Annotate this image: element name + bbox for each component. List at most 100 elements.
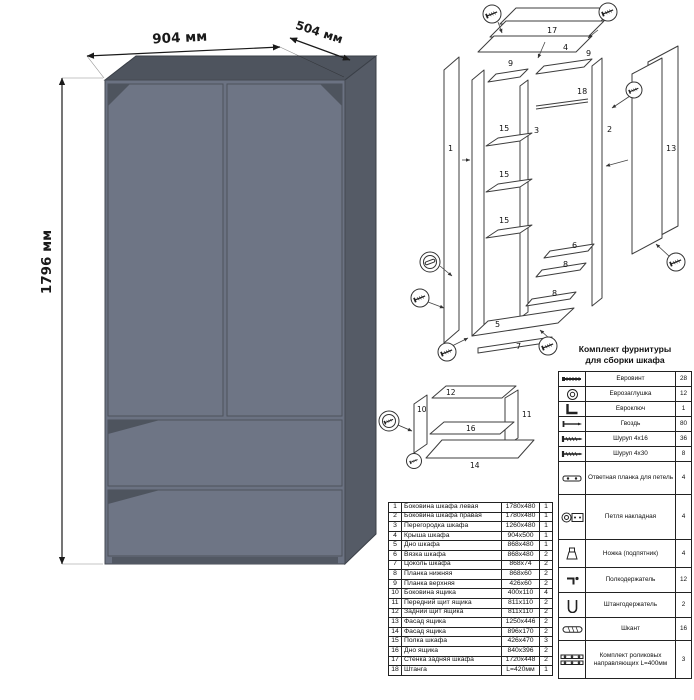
part-qty: 2 xyxy=(539,655,553,667)
part-qty: 2 xyxy=(539,626,553,638)
part-size: L=420мм xyxy=(501,665,540,676)
part-size: 868x60 xyxy=(501,569,540,580)
part-qty: 2 xyxy=(539,645,553,657)
part-size: 1780x480 xyxy=(501,511,540,523)
cross-bar xyxy=(535,262,587,278)
part-name: Боковина ящика xyxy=(401,588,502,599)
dowel-icon xyxy=(558,617,586,641)
part-number: 6 xyxy=(388,549,402,561)
part-name: Передний щит ящика xyxy=(401,597,502,609)
exploded-diagram-labels: 17 4 9 9 18 1 3 2 15 15 15 13 6 8 8 5 7 xyxy=(448,26,676,351)
exploded-assembly-diagram xyxy=(443,7,679,354)
hinge-plate-icon xyxy=(558,461,586,495)
part-qty: 2 xyxy=(539,617,553,628)
diagram-label: 12 xyxy=(446,388,456,397)
diagram-label: 17 xyxy=(547,26,557,35)
part-name: Перегородка шкафа xyxy=(401,521,502,532)
euro-screw-icon xyxy=(558,371,586,387)
diagram-label: 15 xyxy=(499,170,509,179)
part-number: 4 xyxy=(388,530,402,542)
partition-panel xyxy=(519,79,529,319)
hardware-qty: 12 xyxy=(675,567,692,593)
diagram-label: 10 xyxy=(417,405,427,414)
hardware-name: Евроключ xyxy=(585,401,676,417)
wardrobe-right-door xyxy=(226,83,343,417)
part-number: 9 xyxy=(388,578,402,590)
hardware-name: Гвоздь xyxy=(585,416,676,432)
part-number: 11 xyxy=(388,597,402,609)
hardware-qty: 4 xyxy=(675,494,692,540)
nail-icon xyxy=(558,416,586,432)
part-name: Задний щит ящика xyxy=(401,607,502,619)
part-number: 14 xyxy=(388,626,402,638)
drawer-front-panel xyxy=(504,389,519,447)
part-name: Дно ящика xyxy=(401,645,502,657)
hardware-qty: 4 xyxy=(675,539,692,568)
drawer-bottom-panel xyxy=(429,421,515,435)
door-facade xyxy=(631,57,663,255)
dowel-icon xyxy=(424,258,436,266)
drawer-handle-notch xyxy=(108,420,160,434)
part-number: 17 xyxy=(388,655,402,667)
hinge-icon xyxy=(558,494,586,540)
part-size: 904x500 xyxy=(501,530,540,542)
drawer-assembly-diagram xyxy=(413,385,535,459)
assembly-arrows xyxy=(427,21,671,347)
wardrobe-left-door xyxy=(107,83,224,417)
part-number: 18 xyxy=(388,665,402,676)
hardware-kit-title: Комплект фурнитуры для сборки шкафа xyxy=(556,344,694,365)
part-qty: 1 xyxy=(539,530,553,542)
diagram-label: 14 xyxy=(470,461,480,470)
hardware-name: Комплект роликовых направляющих L=400мм xyxy=(585,640,676,679)
hardware-qty: 36 xyxy=(675,431,692,447)
hardware-name: Шкант xyxy=(585,617,676,641)
part-number: 2 xyxy=(388,511,402,523)
top-bar xyxy=(535,58,593,75)
diagram-label: 8 xyxy=(552,289,557,298)
part-size: 868x74 xyxy=(501,559,540,571)
part-qty: 1 xyxy=(539,665,553,676)
cross-bar xyxy=(543,243,595,259)
hardware-qty: 80 xyxy=(675,416,692,432)
carcass-left-wall xyxy=(471,69,485,337)
drawer-side-panel xyxy=(413,394,428,454)
door-handle-notch xyxy=(320,84,342,106)
diagram-label: 9 xyxy=(586,49,591,58)
hardware-qty: 2 xyxy=(675,592,692,618)
drawer-back-panel xyxy=(431,385,517,399)
hardware-name: Ножка (подпятник) xyxy=(585,539,676,568)
part-size: 811x110 xyxy=(501,607,540,619)
hardware-row: Ножка (подпятник)4 xyxy=(558,539,692,568)
wardrobe-plinth xyxy=(112,557,338,564)
part-size: 868x480 xyxy=(501,540,540,551)
part-number: 13 xyxy=(388,617,402,628)
hardware-kit-title-line1: Комплект фурнитуры xyxy=(578,344,672,354)
part-name: Цоколь шкафа xyxy=(401,559,502,571)
screw-icon xyxy=(558,446,586,462)
part-size: 1250x446 xyxy=(501,617,540,628)
rails-icon xyxy=(558,640,586,679)
part-name: Вязка шкафа xyxy=(401,549,502,561)
part-name: Боковина шкафа правая xyxy=(401,511,502,523)
part-size: 426x470 xyxy=(501,636,540,647)
